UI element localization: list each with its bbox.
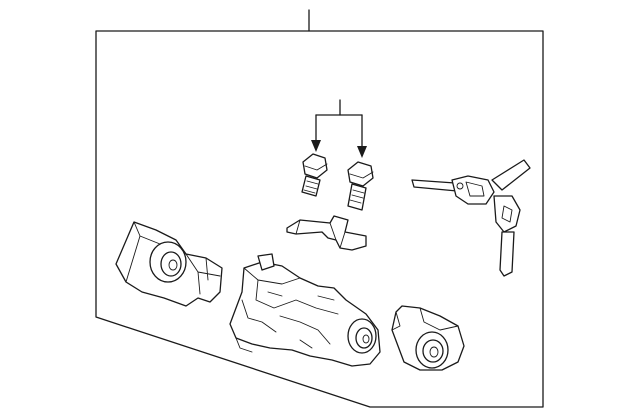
bolt-right (347, 161, 374, 211)
steering-lock-housing (229, 253, 381, 367)
bracket-clamp (286, 215, 367, 251)
key (411, 159, 531, 277)
lock-cylinder (391, 305, 465, 371)
arrow-head-right (357, 146, 367, 158)
arrow-head-left (311, 140, 321, 152)
bolt-callout (311, 99, 367, 158)
bolt-left (301, 153, 328, 197)
ignition-switch (115, 221, 223, 307)
assembly-panel-outline (95, 30, 544, 408)
